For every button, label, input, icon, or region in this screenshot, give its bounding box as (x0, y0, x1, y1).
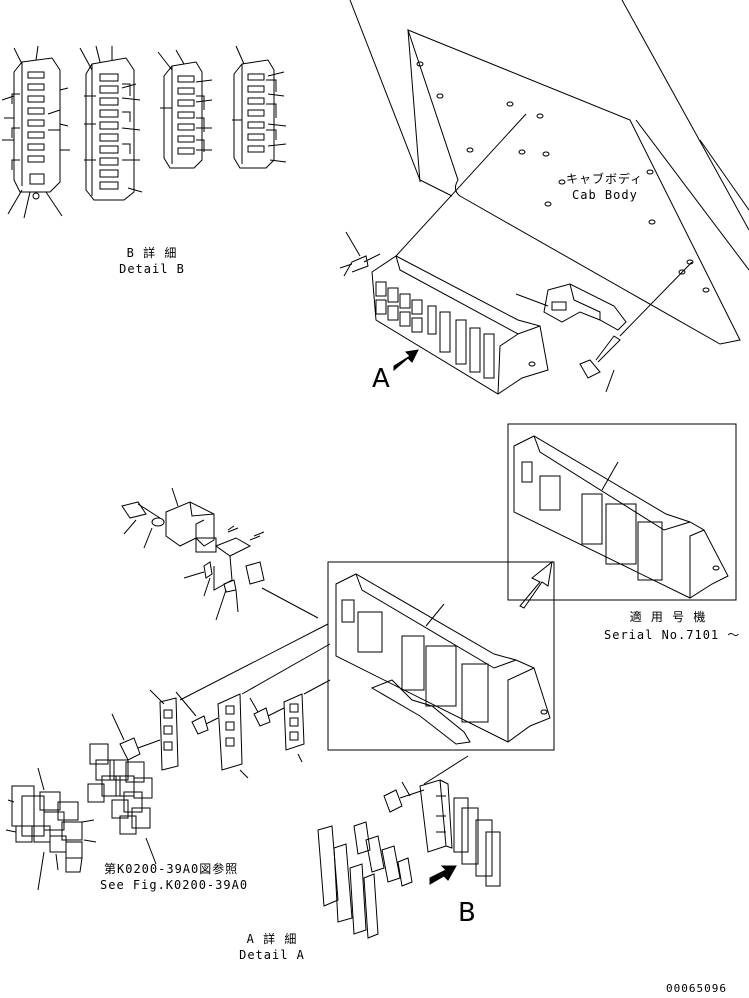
serial-label-jp: 適 用 号 機 (629, 610, 707, 624)
serial-inset (508, 424, 736, 608)
detail-b-connectors (2, 46, 286, 218)
callout-a-label: A (372, 364, 390, 394)
detail-a-title-en: Detail A (239, 948, 305, 962)
detail-b-title-en: Detail B (119, 262, 185, 276)
detail-b-title-jp: B 詳 細 (126, 246, 178, 260)
see-fig-label-en: See Fig.K0200-39A0 (100, 878, 249, 892)
mounting-bracket-parts (122, 488, 318, 620)
serial-label-en: Serial No.7101 ～ (604, 628, 741, 642)
connector-b4 (232, 46, 286, 168)
connector-b3 (158, 50, 212, 168)
fuse-holders-left (6, 768, 96, 890)
detail-a-inset (328, 562, 554, 750)
see-fig-label-jp: 第K0200-39A0図参照 (104, 862, 239, 876)
fuse-box-assembly (340, 232, 626, 394)
upgrade-arrow (520, 562, 552, 608)
connector-b1 (2, 46, 70, 218)
cab-body-label-jp: キャブボディ (566, 172, 644, 186)
cab-body-label-en: Cab Body (572, 188, 638, 202)
detail-a-title-jp: A 詳 細 (246, 932, 298, 946)
relay-cluster (88, 744, 156, 864)
cab-body-panel (350, 0, 749, 344)
callout-arrow-b (430, 866, 456, 884)
relay-brackets (112, 624, 330, 778)
callout-arrow-a (394, 350, 418, 370)
detail-a-bottom-parts (318, 756, 500, 938)
callout-b-label: B (458, 898, 476, 928)
connector-b2 (80, 46, 142, 200)
drawing-number: 00065096 (666, 982, 727, 995)
